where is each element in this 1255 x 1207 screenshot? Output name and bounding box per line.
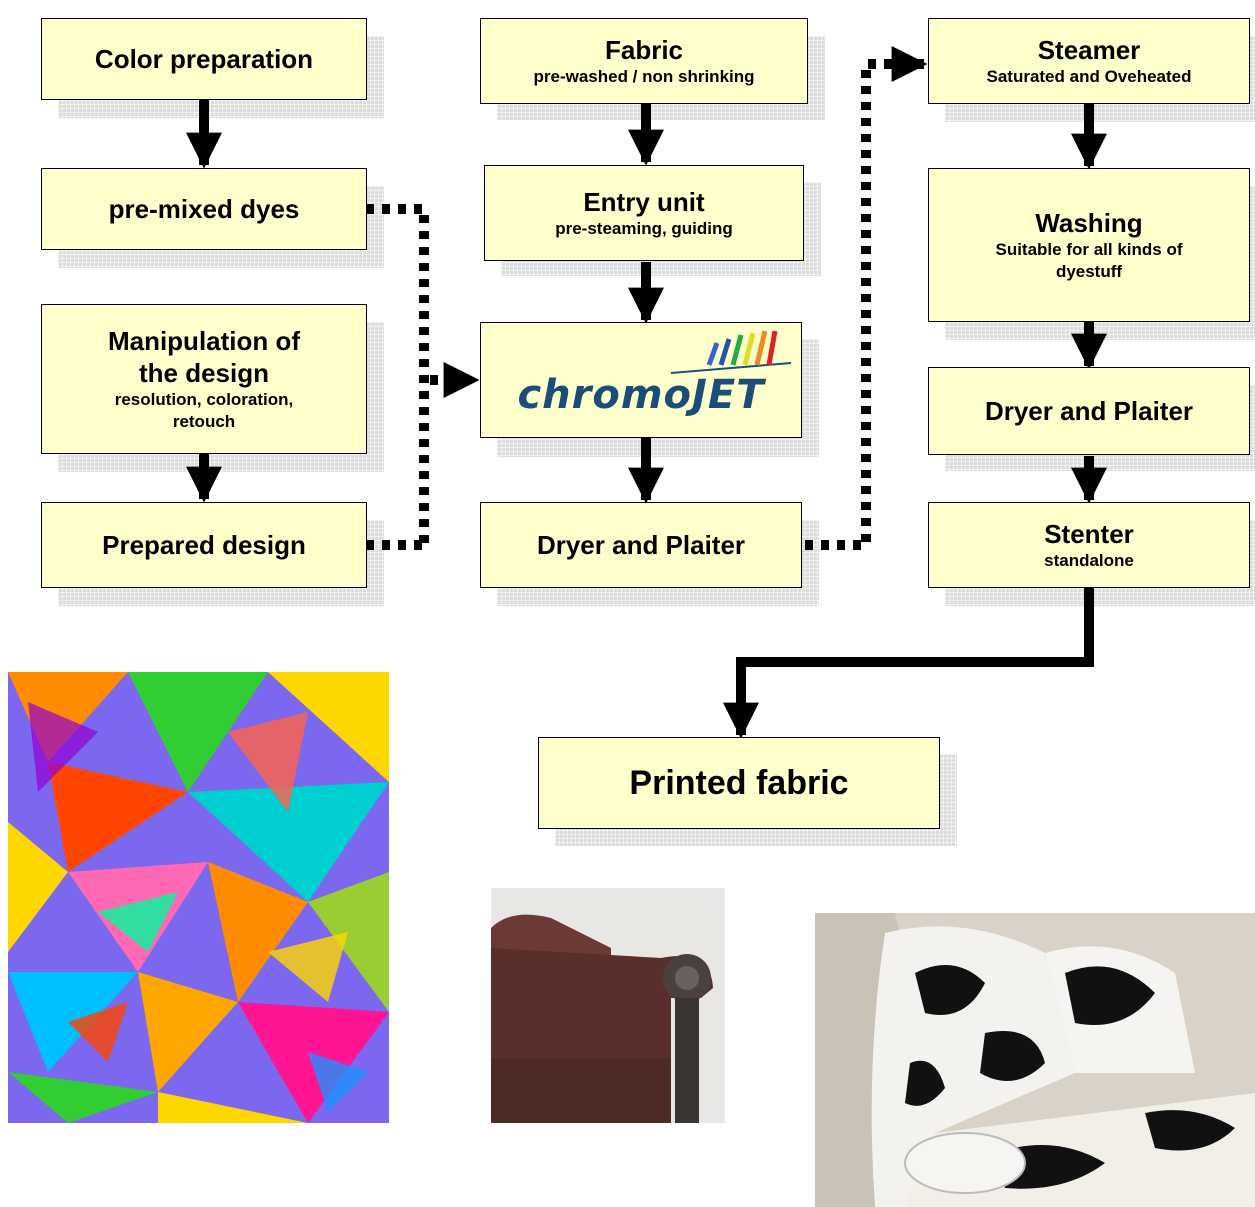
chromojet-logo-text-a: chromo (517, 372, 693, 418)
washing-box: Washing Suitable for all kinds of dyestu… (928, 168, 1250, 322)
manipulation-title-1: Manipulation of (107, 326, 301, 356)
sofa-image (491, 888, 725, 1123)
manipulation-sub-1: resolution, coloration, (114, 390, 294, 409)
entry-unit-sub: pre-steaming, guiding (555, 219, 733, 238)
dotted-dyes-to-chromojet (366, 204, 429, 545)
manipulation-box: Manipulation of the design resolution, c… (41, 304, 367, 454)
cowhide-chair-image (815, 913, 1255, 1207)
washing-sub-2: dyestuff (1055, 262, 1123, 281)
color-preparation-box: Color preparation (41, 18, 367, 100)
dryer-plaiter-1-box: Dryer and Plaiter (480, 502, 802, 588)
stenter-title: Stenter (1044, 519, 1134, 549)
stenter-box: Stenter standalone (928, 502, 1250, 588)
prepared-design-box: Prepared design (41, 502, 367, 588)
fabric-title: Fabric (604, 35, 684, 65)
washing-title: Washing (1035, 208, 1143, 238)
steamer-box: Steamer Saturated and Oveheated (928, 18, 1250, 104)
manipulation-title-2: the design (138, 358, 269, 388)
dotted-dryer-to-steamer (805, 46, 928, 550)
entry-unit-title: Entry unit (583, 187, 705, 217)
pattern-shapes (8, 672, 389, 1123)
printed-fabric-label: Printed fabric (629, 764, 849, 802)
chromojet-rainbow-icon (670, 330, 791, 374)
steamer-sub: Saturated and Oveheated (986, 67, 1192, 86)
entry-unit-box: Entry unit pre-steaming, guiding (484, 165, 804, 261)
dryer-plaiter-2-label: Dryer and Plaiter (984, 396, 1194, 426)
chromojet-logo-text-b: JET (692, 372, 765, 418)
color-preparation-label: Color preparation (94, 44, 314, 74)
pre-mixed-dyes-box: pre-mixed dyes (41, 168, 367, 250)
steamer-title: Steamer (1037, 35, 1141, 65)
geometric-pattern-image (8, 672, 389, 1123)
fabric-box: Fabric pre-washed / non shrinking (480, 18, 808, 104)
dryer-plaiter-2-box: Dryer and Plaiter (928, 367, 1250, 455)
manipulation-sub-2: retouch (172, 412, 236, 431)
chromojet-box: chromoJET (480, 322, 802, 438)
chair-shapes (815, 913, 1255, 1207)
sofa-shapes (491, 888, 725, 1123)
printed-fabric-box: Printed fabric (538, 737, 940, 829)
arrow-stenter-to-printed (723, 588, 1094, 739)
dryer-plaiter-1-label: Dryer and Plaiter (536, 530, 746, 560)
washing-sub-1: Suitable for all kinds of (995, 240, 1183, 259)
stenter-sub: standalone (1044, 551, 1134, 570)
prepared-design-label: Prepared design (102, 530, 306, 560)
fabric-sub: pre-washed / non shrinking (533, 67, 755, 86)
pre-mixed-dyes-label: pre-mixed dyes (108, 194, 300, 224)
